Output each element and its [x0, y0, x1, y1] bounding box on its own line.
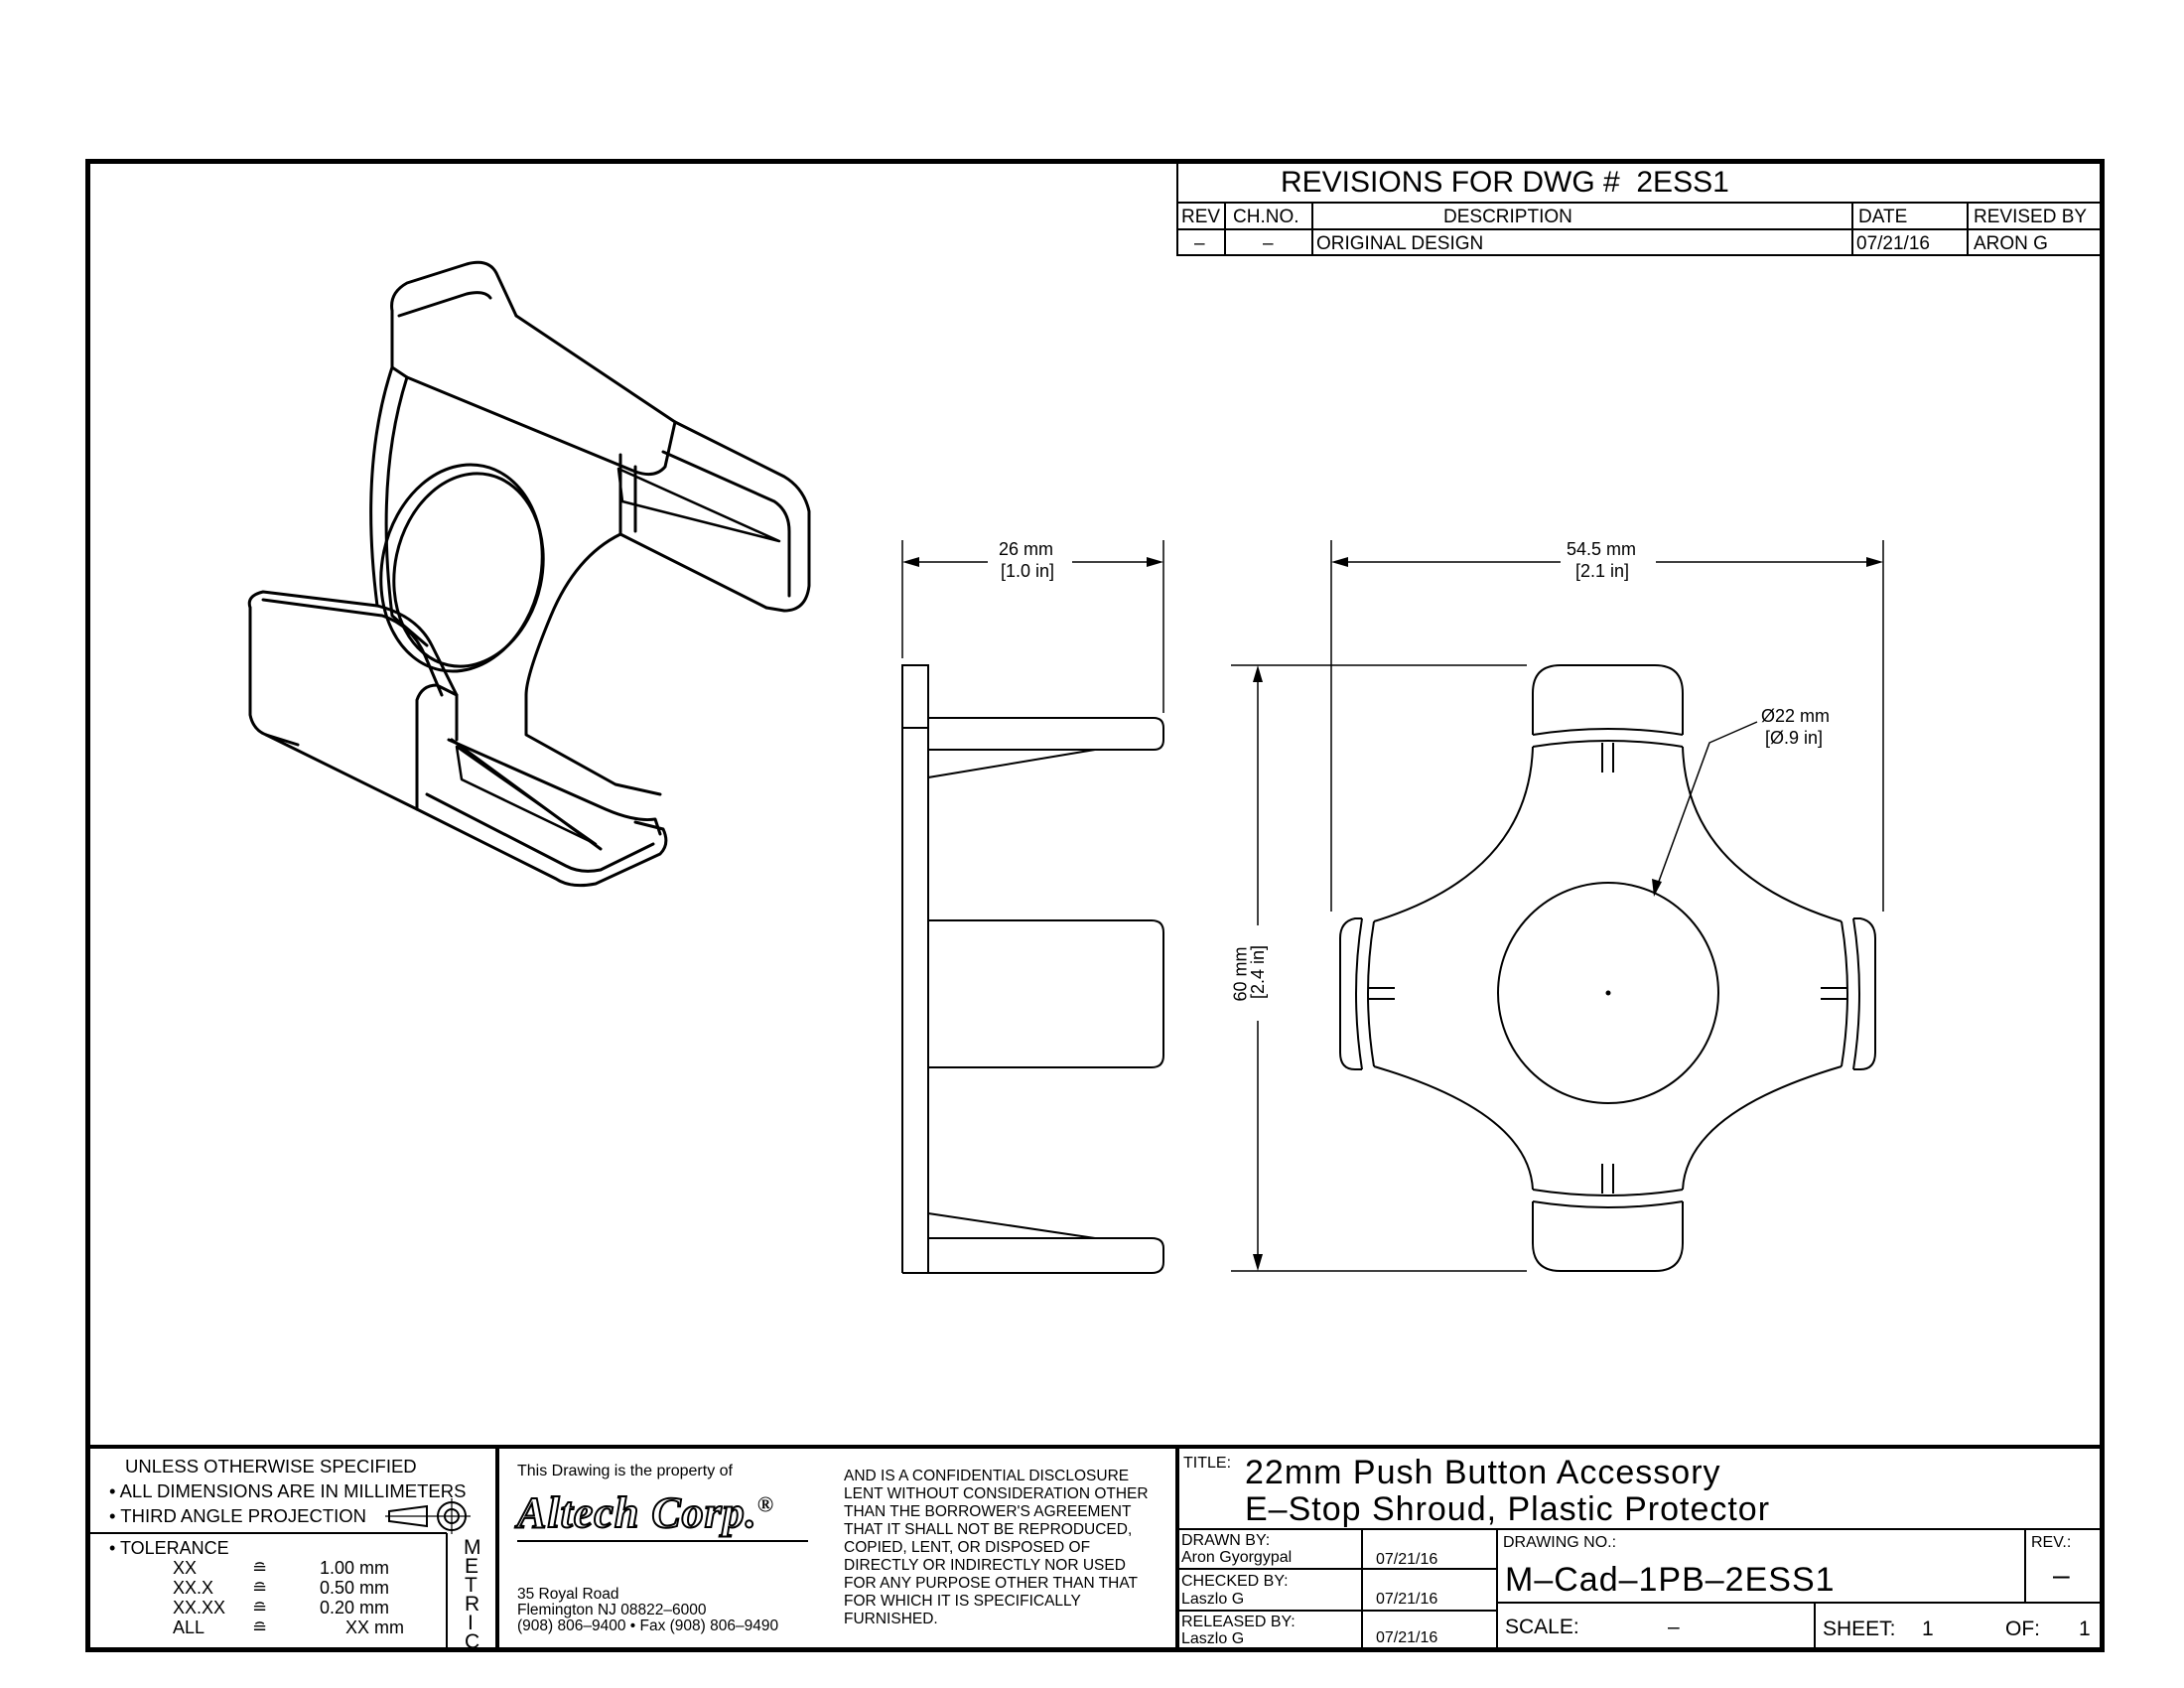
tolerance-value-xxx: 0.50 mm	[320, 1578, 390, 1598]
title-block-grid	[87, 1445, 2103, 1650]
rev-header-rev: REV	[1181, 207, 1221, 227]
tolerance-sym-xxxx: ≘	[252, 1598, 268, 1618]
dimension-arrowheads	[902, 557, 1883, 1271]
title-line-1: 22mm Push Button Accessory	[1245, 1454, 1721, 1491]
of-label: OF:	[2005, 1618, 2040, 1640]
tolerance-place-all: ALL	[173, 1618, 205, 1637]
tolerance-value-xxxx: 0.20 mm	[320, 1598, 390, 1618]
rev-row-revised-by: ARON G	[1974, 233, 2048, 254]
released-date: 07/21/16	[1376, 1629, 1438, 1646]
drawn-by-label: DRAWN BY:	[1181, 1532, 1271, 1549]
property-text: This Drawing is the property of	[517, 1463, 733, 1479]
company-address-2: Flemington NJ 08822–6000	[517, 1602, 707, 1618]
metric-letter: M	[464, 1536, 481, 1559]
rev-row-date: 07/21/16	[1856, 233, 1930, 254]
checked-by-label: CHECKED BY:	[1181, 1573, 1289, 1590]
rev-row-description: ORIGINAL DESIGN	[1316, 233, 1484, 254]
front-view	[1339, 664, 1876, 1272]
rev-label: REV.:	[2031, 1534, 2072, 1551]
tolerance-place-xxx: XX.X	[173, 1578, 214, 1598]
tolerance-value-all: XX mm	[345, 1618, 405, 1637]
revisions-table-grid	[1176, 161, 2104, 256]
company-logo: Altech Corp.®	[516, 1488, 775, 1537]
checked-date: 07/21/16	[1376, 1591, 1438, 1608]
dim-side-width-mm: 26 mm	[999, 539, 1054, 559]
checked-by-name: Laszlo G	[1181, 1591, 1245, 1608]
third-angle-projection-icon	[385, 1498, 471, 1534]
dim-hole-mm: Ø22 mm	[1761, 706, 1831, 726]
rev-header-chno: CH.NO.	[1233, 207, 1299, 227]
revisions-title: REVISIONS FOR DWG # 2ESS1	[1281, 166, 1729, 199]
scale-value: –	[1668, 1616, 1680, 1638]
drawing-no-label: DRAWING NO.:	[1503, 1534, 1617, 1551]
released-by-label: RELEASED BY:	[1181, 1614, 1296, 1630]
tolerance-value-xx: 1.00 mm	[320, 1558, 390, 1578]
drawn-date: 07/21/16	[1376, 1551, 1438, 1568]
tolerance-place-xx: XX	[173, 1558, 198, 1578]
rev-value: –	[2053, 1559, 2070, 1592]
tolerance-place-xxxx: XX.XX	[173, 1598, 226, 1618]
sheet-value: 1	[1922, 1618, 1934, 1640]
title-line-2: E–Stop Shroud, Plastic Protector	[1245, 1490, 1771, 1528]
notes-line-1: UNLESS OTHERWISE SPECIFIED	[125, 1456, 417, 1477]
drawing-border	[85, 159, 2105, 1652]
drawing-no: M–Cad–1PB–2ESS1	[1505, 1561, 1836, 1599]
tolerance-sym-xxx: ≘	[252, 1578, 268, 1598]
title-block-grid-fine	[87, 1528, 2103, 1650]
dimension-lines	[901, 540, 1884, 1272]
sheet-label: SHEET:	[1823, 1618, 1896, 1640]
title-label: TITLE:	[1183, 1455, 1232, 1472]
rev-header-date: DATE	[1858, 207, 1908, 227]
rev-header-revised-by: REVISED BY	[1974, 207, 2088, 227]
dim-front-width-mm: 54.5 mm	[1567, 539, 1637, 559]
released-by-name: Laszlo G	[1181, 1630, 1245, 1647]
notes-line-2: • ALL DIMENSIONS ARE IN MILLIMETERS	[109, 1480, 467, 1501]
metric-letter: R	[465, 1593, 480, 1616]
notes-line-3: • THIRD ANGLE PROJECTION	[109, 1505, 367, 1526]
scale-label: SCALE:	[1505, 1616, 1579, 1638]
side-view	[901, 664, 1164, 1274]
dim-side-width-in: [1.0 in]	[1001, 561, 1055, 581]
company-address-1: 35 Royal Road	[517, 1586, 619, 1603]
metric-letter: E	[465, 1555, 479, 1578]
tolerance-label: • TOLERANCE	[109, 1538, 229, 1558]
dim-height-mm: 60 mm	[1230, 946, 1251, 1002]
metric-letter: I	[468, 1612, 474, 1634]
metric-letter: T	[465, 1574, 478, 1597]
registered-mark: ®	[756, 1491, 775, 1517]
confidentiality-disclosure: AND IS A CONFIDENTIAL DISCLOSURE LENT WI…	[844, 1468, 1149, 1627]
dim-hole-in: [Ø.9 in]	[1765, 728, 1824, 748]
company-phone: (908) 806–9400 • Fax (908) 806–9490	[517, 1618, 779, 1634]
rev-row-chno: –	[1263, 233, 1274, 254]
rev-header-description: DESCRIPTION	[1443, 207, 1572, 227]
tolerance-sym-all: ≘	[252, 1618, 268, 1637]
dim-front-width-in: [2.1 in]	[1575, 561, 1630, 581]
of-value: 1	[2079, 1618, 2091, 1640]
dim-height-in: [2.4 in]	[1248, 944, 1269, 1000]
isometric-view	[247, 260, 811, 888]
drawn-by-name: Aron Gyorgypal	[1181, 1549, 1293, 1566]
metric-letter: C	[465, 1630, 480, 1653]
tolerance-sym-xx: ≘	[252, 1558, 268, 1578]
rev-row-rev: –	[1194, 233, 1205, 254]
